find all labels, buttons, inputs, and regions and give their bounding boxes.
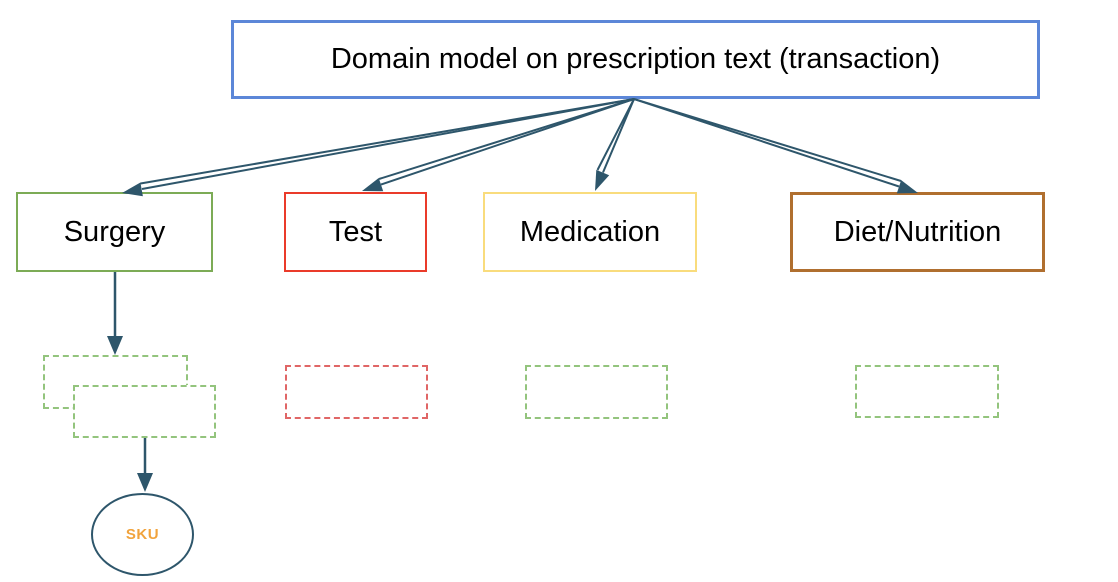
node-title-label: Domain model on prescription text (trans… <box>330 43 941 75</box>
node-medication: Medication <box>483 192 697 272</box>
placeholder-surgery-front <box>73 385 216 438</box>
arrow-surgery-to-placeholder <box>107 272 123 355</box>
node-test: Test <box>284 192 427 272</box>
placeholder-test <box>285 365 428 419</box>
node-medication-label: Medication <box>519 215 661 248</box>
node-sku-label: SKU <box>125 526 160 543</box>
placeholder-medication <box>525 365 668 419</box>
arrow-title-to-test <box>362 98 635 192</box>
placeholder-diet-nutrition <box>855 365 999 418</box>
node-title: Domain model on prescription text (trans… <box>231 20 1040 99</box>
arrow-title-to-medication <box>595 98 635 191</box>
node-test-label: Test <box>328 215 383 248</box>
node-surgery: Surgery <box>16 192 213 272</box>
arrow-title-to-diet <box>633 98 918 194</box>
node-diet-nutrition-label: Diet/Nutrition <box>833 215 1002 248</box>
arrow-placeholder-to-sku <box>137 438 153 492</box>
node-surgery-label: Surgery <box>63 215 166 248</box>
node-sku-ellipse: SKU <box>91 493 194 576</box>
node-diet-nutrition: Diet/Nutrition <box>790 192 1045 272</box>
arrow-title-to-surgery <box>122 98 635 197</box>
